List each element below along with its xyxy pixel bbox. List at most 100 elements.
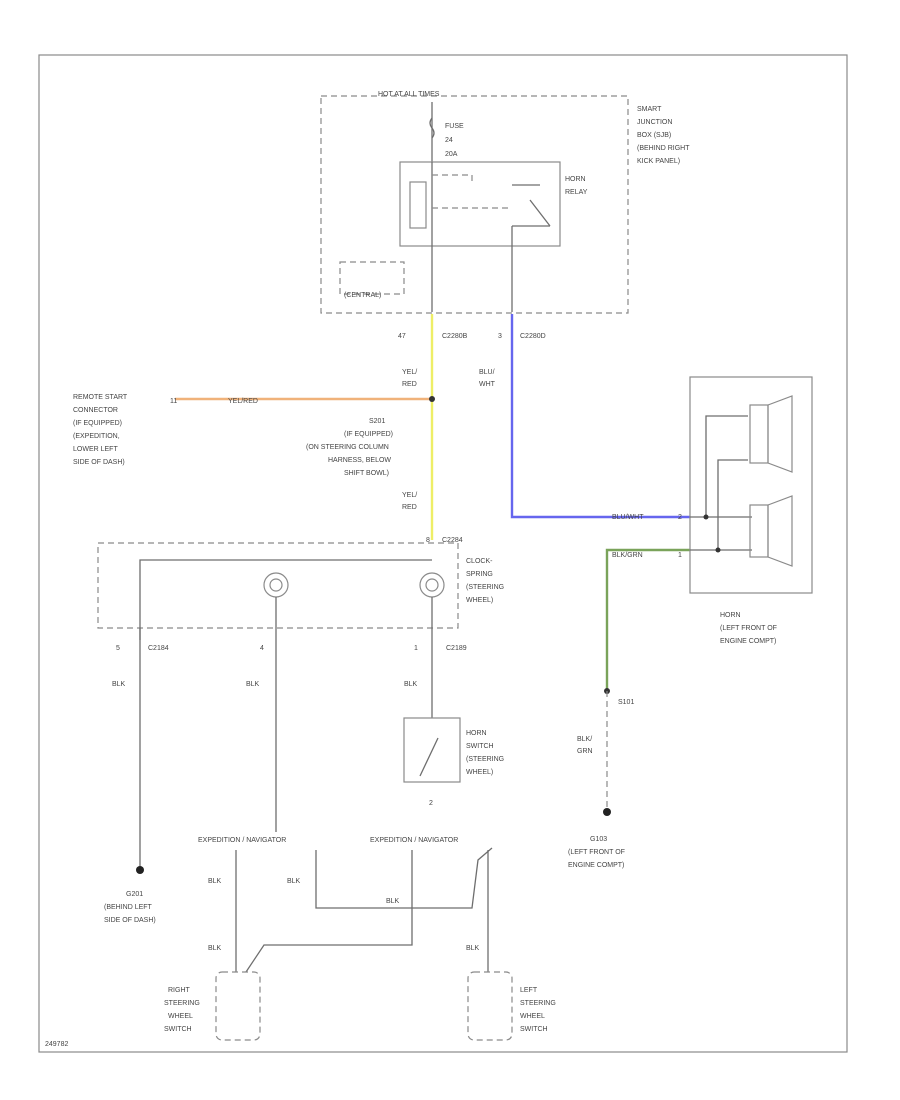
blk-label-2: BLK xyxy=(246,681,260,688)
left-crossover-wire xyxy=(315,847,493,909)
gem-module-outline xyxy=(339,261,405,295)
horn-node-2 xyxy=(715,547,721,553)
relay-switch-icon xyxy=(529,199,551,227)
remote-label-3: (IF EQUIPPED) xyxy=(73,420,122,427)
ground-g201-label-3: SIDE OF DASH) xyxy=(104,917,156,924)
variant-label-1: EXPEDITION / NAVIGATOR xyxy=(198,837,286,844)
sjb-label-1: SMART xyxy=(637,106,662,113)
relay-coil-icon xyxy=(409,181,427,229)
left-switch-label-1: LEFT xyxy=(520,987,538,994)
sjb-label-5: KICK PANEL) xyxy=(637,158,680,165)
left-switch-label-4: SWITCH xyxy=(520,1026,548,1033)
clockspring-conn-top: C2284 xyxy=(442,537,463,544)
blk-label-3: BLK xyxy=(404,681,418,688)
splice-s201-dot xyxy=(429,396,435,402)
remote-label-6: SIDE OF DASH) xyxy=(73,459,125,466)
wire-blu-wht-label-b: WHT xyxy=(479,381,496,388)
horn-switch-pin: 2 xyxy=(429,800,433,807)
splice-label-4: HARNESS, BELOW xyxy=(328,457,391,464)
horn-label-2: (LEFT FRONT OF xyxy=(720,625,777,632)
horn-switch-label-2: SWITCH xyxy=(466,743,494,750)
horn-wire-1-label: BLU/WHT xyxy=(612,514,644,521)
right-crossover-wire xyxy=(245,850,413,973)
connector-c2280b: C2280B xyxy=(442,333,468,340)
clockspring-coil-right-icon xyxy=(419,572,445,598)
right-switch-label-1: RIGHT xyxy=(168,987,191,994)
left-steering-switch-box xyxy=(467,971,513,1041)
left-switch-label-3: WHEEL xyxy=(520,1013,545,1020)
ground-g201-label-2: (BEHIND LEFT xyxy=(104,904,153,911)
clockspring-coil-left-inner xyxy=(269,578,283,592)
lower-circuit: BLK BLK BLK HORN SWITCH (STEERING WHEEL)… xyxy=(104,597,556,1041)
variant-label-2: EXPEDITION / NAVIGATOR xyxy=(370,837,458,844)
hot-at-all-times-label: HOT AT ALL TIMES xyxy=(378,91,440,98)
clockspring-pin-3: 1 xyxy=(414,645,418,652)
right-switch-label-2: STEERING xyxy=(164,1000,200,1007)
ground-g103-label-1: G103 xyxy=(590,836,607,843)
clockspring-label-2: SPRING xyxy=(466,571,493,578)
horn-switch-box xyxy=(403,717,461,783)
clockspring-label-3: (STEERING xyxy=(466,584,504,591)
blk-label-c: BLK xyxy=(386,898,400,905)
clockspring-coil-left-icon xyxy=(263,572,289,598)
horn-relay-label-2: RELAY xyxy=(565,189,588,196)
splice-label-3: (ON STEERING COLUMN xyxy=(306,444,389,451)
sjb-label-2: JUNCTION xyxy=(637,119,672,126)
clockspring-label-1: CLOCK- xyxy=(466,558,493,565)
blk-label-a: BLK xyxy=(208,878,222,885)
horn-wire-2-label: BLK/GRN xyxy=(612,552,643,559)
ground-g201-icon xyxy=(136,866,144,874)
blu-wht-wire xyxy=(510,314,690,519)
blk-label-1: BLK xyxy=(112,681,126,688)
horn-switch-label-3: (STEERING xyxy=(466,756,504,763)
clockspring-pin-1: 5 xyxy=(116,645,120,652)
horn-assembly: HORN (LEFT FRONT OF ENGINE COMPT) S101 B… xyxy=(568,376,813,869)
horn-speaker-bottom-body xyxy=(749,504,769,558)
relay-link xyxy=(432,174,512,209)
smart-junction-box: HOT AT ALL TIMES FUSE 24 20A SMART JUNCT… xyxy=(320,91,690,340)
remote-label-2: CONNECTOR xyxy=(73,407,118,414)
remote-label-1: REMOTE START xyxy=(73,394,128,401)
right-switch-label-3: WHEEL xyxy=(168,1013,193,1020)
remote-pin-label: 11 xyxy=(170,398,177,405)
connector-c2280d: C2280D xyxy=(520,333,546,340)
horn-pin-1: 2 xyxy=(678,514,682,521)
blk-label-d: BLK xyxy=(208,945,222,952)
ground-g103-icon xyxy=(603,808,611,816)
horn-relay-label-1: HORN xyxy=(565,176,586,183)
pin-3: 3 xyxy=(498,333,502,340)
horn-relay-box xyxy=(399,161,561,247)
horn-switch-label-4: WHEEL) xyxy=(466,769,493,776)
fuse-label: FUSE xyxy=(445,123,464,130)
wire-yel-red-label-2a: YEL/ xyxy=(402,492,417,499)
splice-s101-label: S101 xyxy=(618,699,634,706)
blk-label-e: BLK xyxy=(466,945,480,952)
horn-outline xyxy=(689,376,813,594)
pin-47: 47 xyxy=(398,333,406,340)
gem-label: (CENTRAL) xyxy=(344,292,381,299)
sjb-label-4: (BEHIND RIGHT xyxy=(637,145,690,152)
horn-label-1: HORN xyxy=(720,612,741,619)
fuse-number: 24 xyxy=(445,137,453,144)
footer-code: 249782 xyxy=(45,1041,68,1048)
fuse-rating: 20A xyxy=(445,151,458,158)
blk-grn-wire xyxy=(605,548,690,690)
remote-label-5: LOWER LEFT xyxy=(73,446,118,453)
clockspring-label-4: WHEEL) xyxy=(466,597,493,604)
horn-switch-icon xyxy=(419,737,439,777)
clockspring-pin-top: 8 xyxy=(426,537,430,544)
diagram-frame xyxy=(38,54,848,1053)
left-switch-label-2: STEERING xyxy=(520,1000,556,1007)
splice-label-5: SHIFT BOWL) xyxy=(344,470,389,477)
clockspring-outline xyxy=(97,542,459,629)
wires: YEL/ RED YEL/ RED BLU/ WHT YEL/RED 11 S2… xyxy=(73,314,690,690)
clockspring-internal-wire xyxy=(139,559,432,640)
horn-internal-2 xyxy=(717,459,748,550)
wire-blu-wht-label-a: BLU/ xyxy=(479,369,495,376)
ground-g103-label-2: (LEFT FRONT OF xyxy=(568,849,625,856)
right-steering-switch-box xyxy=(215,971,261,1041)
horn-speaker-top-icon xyxy=(767,395,793,473)
wire-yel-red-label-1b: RED xyxy=(402,381,417,388)
horn-speaker-bottom-icon xyxy=(767,495,793,567)
